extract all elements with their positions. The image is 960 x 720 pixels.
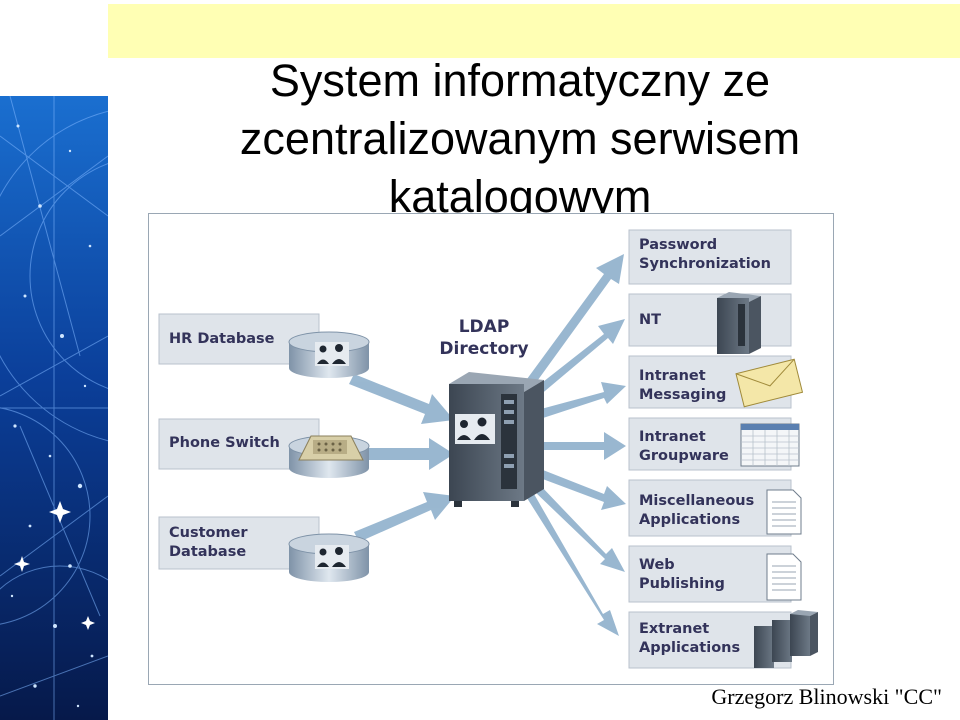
title-line-2: zcentralizowanym serwisem — [239, 113, 801, 164]
arrow-to-nt — [534, 319, 625, 396]
target-label-extranet-applications: Extranet Applications — [639, 621, 741, 656]
source-label-customer-database: Customer Database — [169, 525, 248, 560]
arrow-hr-to-ldap — [349, 374, 454, 424]
database-users-icon — [288, 331, 370, 378]
document-icon — [766, 489, 802, 535]
spreadsheet-icon — [740, 423, 800, 467]
target-label-misc-applications: Miscellaneous Applications — [639, 493, 755, 528]
arrow-to-web-publishing — [533, 484, 625, 572]
title-line-1: System informatyczny ze — [269, 55, 771, 106]
starmap-decoration — [0, 96, 108, 720]
source-label-hr-database: HR Database — [169, 331, 275, 347]
telephone-icon — [288, 435, 370, 478]
slide-title: System informatyczny ze zcentralizowanym… — [180, 52, 860, 226]
arrow-customer-to-ldap — [354, 492, 455, 542]
document-icon — [766, 553, 802, 601]
envelope-icon — [735, 358, 804, 408]
server-cluster-icon — [754, 610, 818, 668]
target-panels — [628, 229, 792, 669]
incoming-arrows — [349, 374, 455, 542]
arrow-phone-to-ldap — [364, 438, 454, 470]
database-users-icon — [288, 533, 370, 582]
arrow-to-password-sync — [527, 254, 624, 384]
author-footer: Grzegorz Blinowski "CC" — [711, 684, 942, 709]
source-label-phone-switch: Phone Switch — [169, 435, 280, 451]
target-label-intranet-messaging: Intranet Messaging — [639, 368, 727, 403]
ldap-label-line-1: LDAP — [458, 317, 510, 337]
target-label-web-publishing: Web Publishing — [639, 557, 725, 592]
arrow-to-extranet — [527, 494, 619, 636]
ldap-server-icon — [449, 372, 544, 507]
outgoing-arrows — [527, 254, 626, 636]
panel-password-sync — [628, 229, 792, 285]
arrow-to-misc-apps — [540, 470, 626, 510]
ldap-label-line-2: Directory — [439, 339, 529, 359]
target-label-nt: NT — [639, 312, 662, 328]
panel-web-publishing — [628, 545, 792, 603]
ldap-diagram: LDAP Directory HR Database Phone Switch … — [148, 213, 834, 685]
target-label-intranet-groupware: Intranet Groupware — [639, 429, 729, 464]
title-band — [108, 4, 960, 58]
panel-nt — [628, 293, 792, 347]
ldap-directory-label: LDAP Directory — [419, 316, 549, 360]
arrow-to-intranet-groupware — [544, 432, 626, 460]
server-icon — [717, 292, 761, 354]
target-label-password-sync: Password Synchronization — [639, 237, 771, 272]
arrow-to-intranet-messaging — [541, 382, 626, 418]
